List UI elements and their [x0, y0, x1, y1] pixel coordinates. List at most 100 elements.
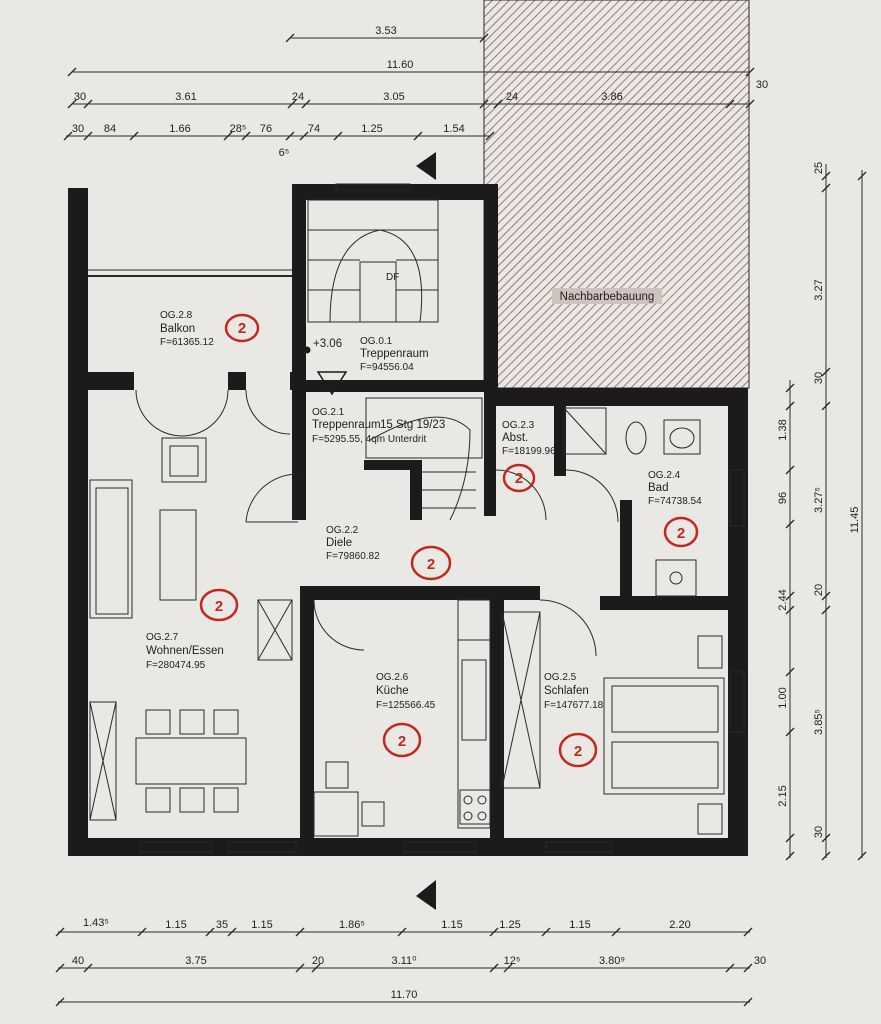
room-code: OG.0.1 [360, 336, 393, 347]
dimension-tick [285, 131, 295, 141]
room-labels: OG.2.8 Balkon F=61365.12 +3.06 OG.0.1 Tr… [146, 310, 702, 711]
dim-label: 3.85⁵ [813, 709, 825, 735]
marker-text: 2 [238, 320, 246, 337]
dim-label: 1.25 [361, 123, 382, 135]
dimension-tick [397, 927, 407, 937]
dim-label: 74 [308, 123, 320, 135]
dim-label: 28⁵ [230, 123, 247, 135]
dim-label: 1.15 [569, 919, 590, 931]
dimension-tick [83, 131, 93, 141]
dimension-tick [287, 99, 297, 109]
dim-label: 1.54 [443, 123, 464, 135]
room-area: F=147677.18 [544, 700, 604, 711]
dim-label: 11.45 [849, 507, 861, 534]
dim-label: 84 [104, 123, 116, 135]
stair-marker: DF [386, 272, 399, 283]
dim-label: 3.75 [185, 955, 206, 967]
dimension-lines [58, 37, 863, 1003]
level-value: +3.06 [313, 338, 342, 350]
room-name: Treppenraum [360, 348, 429, 360]
dimension-tick [485, 131, 495, 141]
dim-label: 30 [72, 123, 84, 135]
stair-count: 15 Stg 19/23 [380, 419, 445, 431]
dim-label: 11.70 [391, 989, 418, 1001]
dimension-tick [285, 33, 295, 43]
dimension-tick [67, 67, 77, 77]
red-marker-labels: 2 2 2 2 2 2 2 [215, 320, 685, 760]
dimension-tick [479, 99, 489, 109]
dimension-tick [785, 833, 795, 843]
dim-label: 30 [756, 79, 768, 91]
dimension-tick [725, 99, 735, 109]
room-code: OG.2.5 [544, 672, 577, 683]
dimension-tick [821, 171, 831, 181]
room-code: OG.2.2 [326, 525, 359, 536]
dimension-tick [743, 997, 753, 1007]
dimension-tick [299, 131, 309, 141]
dimension-tick [205, 927, 215, 937]
dimension-tick [785, 605, 795, 615]
dim-label: 40 [72, 955, 84, 967]
dim-label: 1.86⁵ [339, 919, 365, 931]
dimension-tick [785, 465, 795, 475]
dimension-tick [743, 963, 753, 973]
dim-label: 1.66 [169, 123, 190, 135]
dim-label: 1.15 [165, 919, 186, 931]
marker-text: 2 [215, 598, 223, 615]
room-name: Abst. [502, 432, 528, 444]
dimension-tick [821, 183, 831, 193]
dimension-tick [785, 383, 795, 393]
dim-label: 30 [74, 91, 86, 103]
dimension-ticks [55, 33, 867, 1007]
dim-label: 1.43⁵ [83, 917, 109, 929]
dim-label: 3.05 [383, 91, 404, 103]
neighbor-building: Nachbarbebauung [483, 0, 750, 389]
dimension-texts: 3.53 11.60 30 3.61 24 3.05 24 3.86 30 30… [72, 25, 861, 1001]
level-mark: 2 [326, 380, 332, 391]
dim-label: 3.27 [813, 279, 825, 300]
room-name: Diele [326, 537, 352, 549]
dimension-tick [785, 851, 795, 861]
dim-label: 96 [777, 492, 789, 504]
dimension-tick [489, 927, 499, 937]
dimension-tick [821, 401, 831, 411]
room-area: F=94556.04 [360, 362, 414, 373]
room-area: F=79860.82 [326, 551, 380, 562]
dim-label: 1.00 [777, 687, 789, 708]
dimension-tick [785, 401, 795, 411]
dimension-tick [137, 927, 147, 937]
room-code: OG.2.3 [502, 420, 535, 431]
dimension-tick [493, 99, 503, 109]
marker-text: 2 [574, 743, 582, 760]
dimension-tick [295, 963, 305, 973]
dimension-tick [489, 963, 499, 973]
room-area: F=18199.96 [502, 446, 556, 457]
dim-label: 24 [292, 91, 304, 103]
dimension-tick [67, 99, 77, 109]
dim-label: 6⁵ [279, 147, 290, 159]
dim-label: 1.15 [441, 919, 462, 931]
dimension-tick [55, 927, 65, 937]
dimension-tick [311, 963, 321, 973]
room-code: OG.2.1 [312, 407, 345, 418]
dimension-tick [785, 667, 795, 677]
dim-label: 1.38 [777, 419, 789, 440]
dim-label: 1.25 [499, 919, 520, 931]
room-code: OG.2.7 [146, 632, 179, 643]
room-code: OG.2.8 [160, 310, 193, 321]
dimension-tick [223, 131, 233, 141]
dimension-tick [413, 131, 423, 141]
dimension-tick [745, 67, 755, 77]
dimension-tick [55, 997, 65, 1007]
dim-label: 3.53 [375, 25, 396, 37]
dimension-tick [785, 727, 795, 737]
dim-label: 25 [813, 162, 825, 174]
dim-label: 3.86 [601, 91, 622, 103]
dimension-tick [227, 927, 237, 937]
room-name: Treppenraum [312, 419, 381, 431]
dim-label: 3.27⁵ [813, 487, 825, 513]
dimension-tick [129, 131, 139, 141]
dimension-tick [83, 99, 93, 109]
